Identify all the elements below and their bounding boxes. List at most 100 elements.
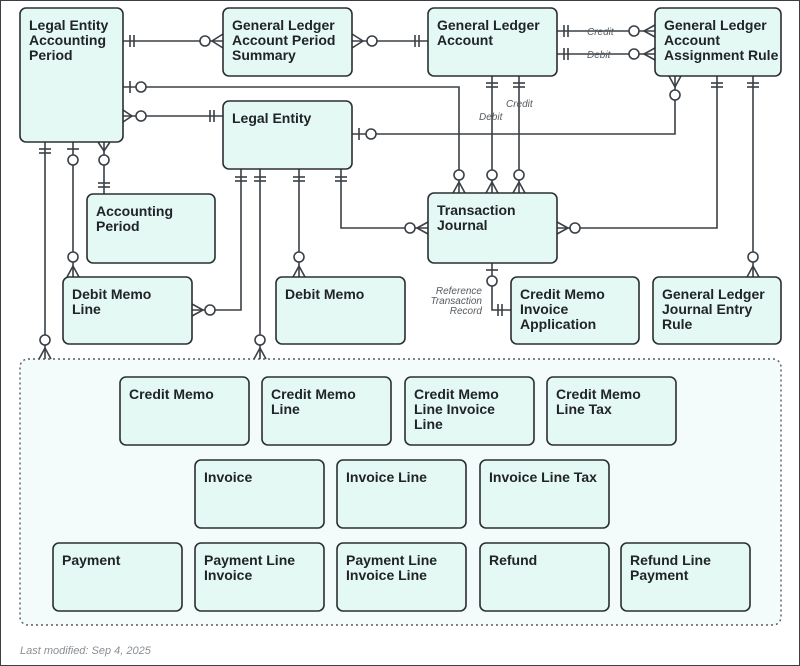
entity-label-line: Invoice bbox=[520, 301, 568, 317]
entity-box bbox=[222, 100, 353, 170]
entity-label-line: Application bbox=[520, 316, 596, 332]
entity-box bbox=[62, 276, 193, 345]
entity-label-line: Line bbox=[414, 416, 443, 432]
entity-label-line: Assignment Rule bbox=[664, 47, 779, 63]
entity-label-line: Rule bbox=[662, 316, 693, 332]
entity-box bbox=[652, 276, 782, 345]
entity-box bbox=[620, 542, 751, 612]
label-debit-right: Debit bbox=[587, 50, 612, 61]
entity-box bbox=[479, 542, 610, 612]
entity-label-line: Account bbox=[437, 32, 493, 48]
entity-label-line: Legal Entity bbox=[29, 17, 109, 33]
entity-label-line: Credit Memo bbox=[556, 386, 641, 402]
entity-invoice[interactable]: Invoice bbox=[194, 459, 325, 529]
entity-box bbox=[19, 7, 124, 143]
entity-label-line: Line Tax bbox=[556, 401, 612, 417]
entity-label-line: Payment bbox=[62, 552, 121, 568]
entity-invoice-line[interactable]: Invoice Line bbox=[336, 459, 467, 529]
entity-refund[interactable]: Refund bbox=[479, 542, 610, 612]
label-debit-down: Debit bbox=[479, 112, 504, 123]
entity-label-line: Invoice Line bbox=[346, 469, 427, 485]
entity-label-line: Transaction bbox=[437, 202, 516, 218]
label-credit-right: Credit bbox=[587, 27, 615, 38]
entity-label-line: Account Period bbox=[232, 32, 335, 48]
entity-label-line: Refund bbox=[489, 552, 537, 568]
entity-box bbox=[479, 459, 610, 529]
last-modified-footer: Last modified: Sep 4, 2025 bbox=[20, 645, 152, 657]
entity-label-line: Invoice Line Tax bbox=[489, 469, 597, 485]
entity-invoice-line-tax[interactable]: Invoice Line Tax bbox=[479, 459, 610, 529]
entity-label-line: Invoice Line bbox=[346, 567, 427, 583]
entity-payment[interactable]: Payment bbox=[52, 542, 183, 612]
entity-label-line: Summary bbox=[232, 47, 296, 63]
entity-box bbox=[404, 376, 535, 446]
label-reference-2: Transaction bbox=[430, 296, 482, 307]
entity-box bbox=[261, 376, 392, 446]
entity-box bbox=[194, 459, 325, 529]
entity-label-line: Account bbox=[664, 32, 720, 48]
entity-label-line: General Ledger bbox=[662, 286, 765, 302]
entity-label-line: General Ledger bbox=[232, 17, 335, 33]
entity-box bbox=[336, 542, 467, 612]
cardinality-marks bbox=[38, 24, 760, 360]
entity-label-line: General Ledger bbox=[664, 17, 767, 33]
entity-label-line: Refund Line bbox=[630, 552, 711, 568]
label-credit-down: Credit bbox=[506, 99, 534, 110]
entity-label-line: Credit Memo bbox=[520, 286, 605, 302]
entity-label-line: Line bbox=[271, 401, 300, 417]
entity-box bbox=[336, 459, 467, 529]
entity-label-line: Invoice bbox=[204, 567, 252, 583]
label-reference-3: Record bbox=[450, 306, 483, 317]
entity-label-line: Credit Memo bbox=[129, 386, 214, 402]
entity-label-line: Payment bbox=[630, 567, 689, 583]
entity-label-line: Period bbox=[96, 218, 140, 234]
entity-label-line: Debit Memo bbox=[72, 286, 151, 302]
entity-box bbox=[546, 376, 677, 446]
entity-label-line: Credit Memo bbox=[271, 386, 356, 402]
entity-box bbox=[275, 276, 406, 345]
entity-label-line: Period bbox=[29, 47, 73, 63]
entity-label-line: Invoice bbox=[204, 469, 252, 485]
entity-label-line: Journal Entry bbox=[662, 301, 752, 317]
entity-credit-memo[interactable]: Credit Memo bbox=[119, 376, 250, 446]
entity-box bbox=[427, 7, 558, 77]
entity-box bbox=[86, 193, 216, 264]
entity-box bbox=[52, 542, 183, 612]
entity-box bbox=[510, 276, 640, 345]
label-reference-1: Reference bbox=[436, 286, 483, 297]
entity-label-line: Line Invoice bbox=[414, 401, 495, 417]
entity-debit-memo[interactable]: Debit Memo bbox=[275, 276, 406, 345]
entity-box bbox=[427, 192, 558, 264]
entity-box bbox=[654, 7, 782, 77]
entity-legal-entity[interactable]: Legal Entity bbox=[222, 100, 353, 170]
entity-label-line: Accounting bbox=[29, 32, 106, 48]
entity-label-line: Journal bbox=[437, 217, 488, 233]
entity-box bbox=[194, 542, 325, 612]
entity-box bbox=[119, 376, 250, 446]
entity-label-line: Debit Memo bbox=[285, 286, 364, 302]
entity-label-line: Payment Line bbox=[204, 552, 295, 568]
entity-label-line: Credit Memo bbox=[414, 386, 499, 402]
entity-label-line: General Ledger bbox=[437, 17, 540, 33]
entity-label-line: Accounting bbox=[96, 203, 173, 219]
entity-label-line: Payment Line bbox=[346, 552, 437, 568]
entity-box bbox=[222, 7, 353, 77]
